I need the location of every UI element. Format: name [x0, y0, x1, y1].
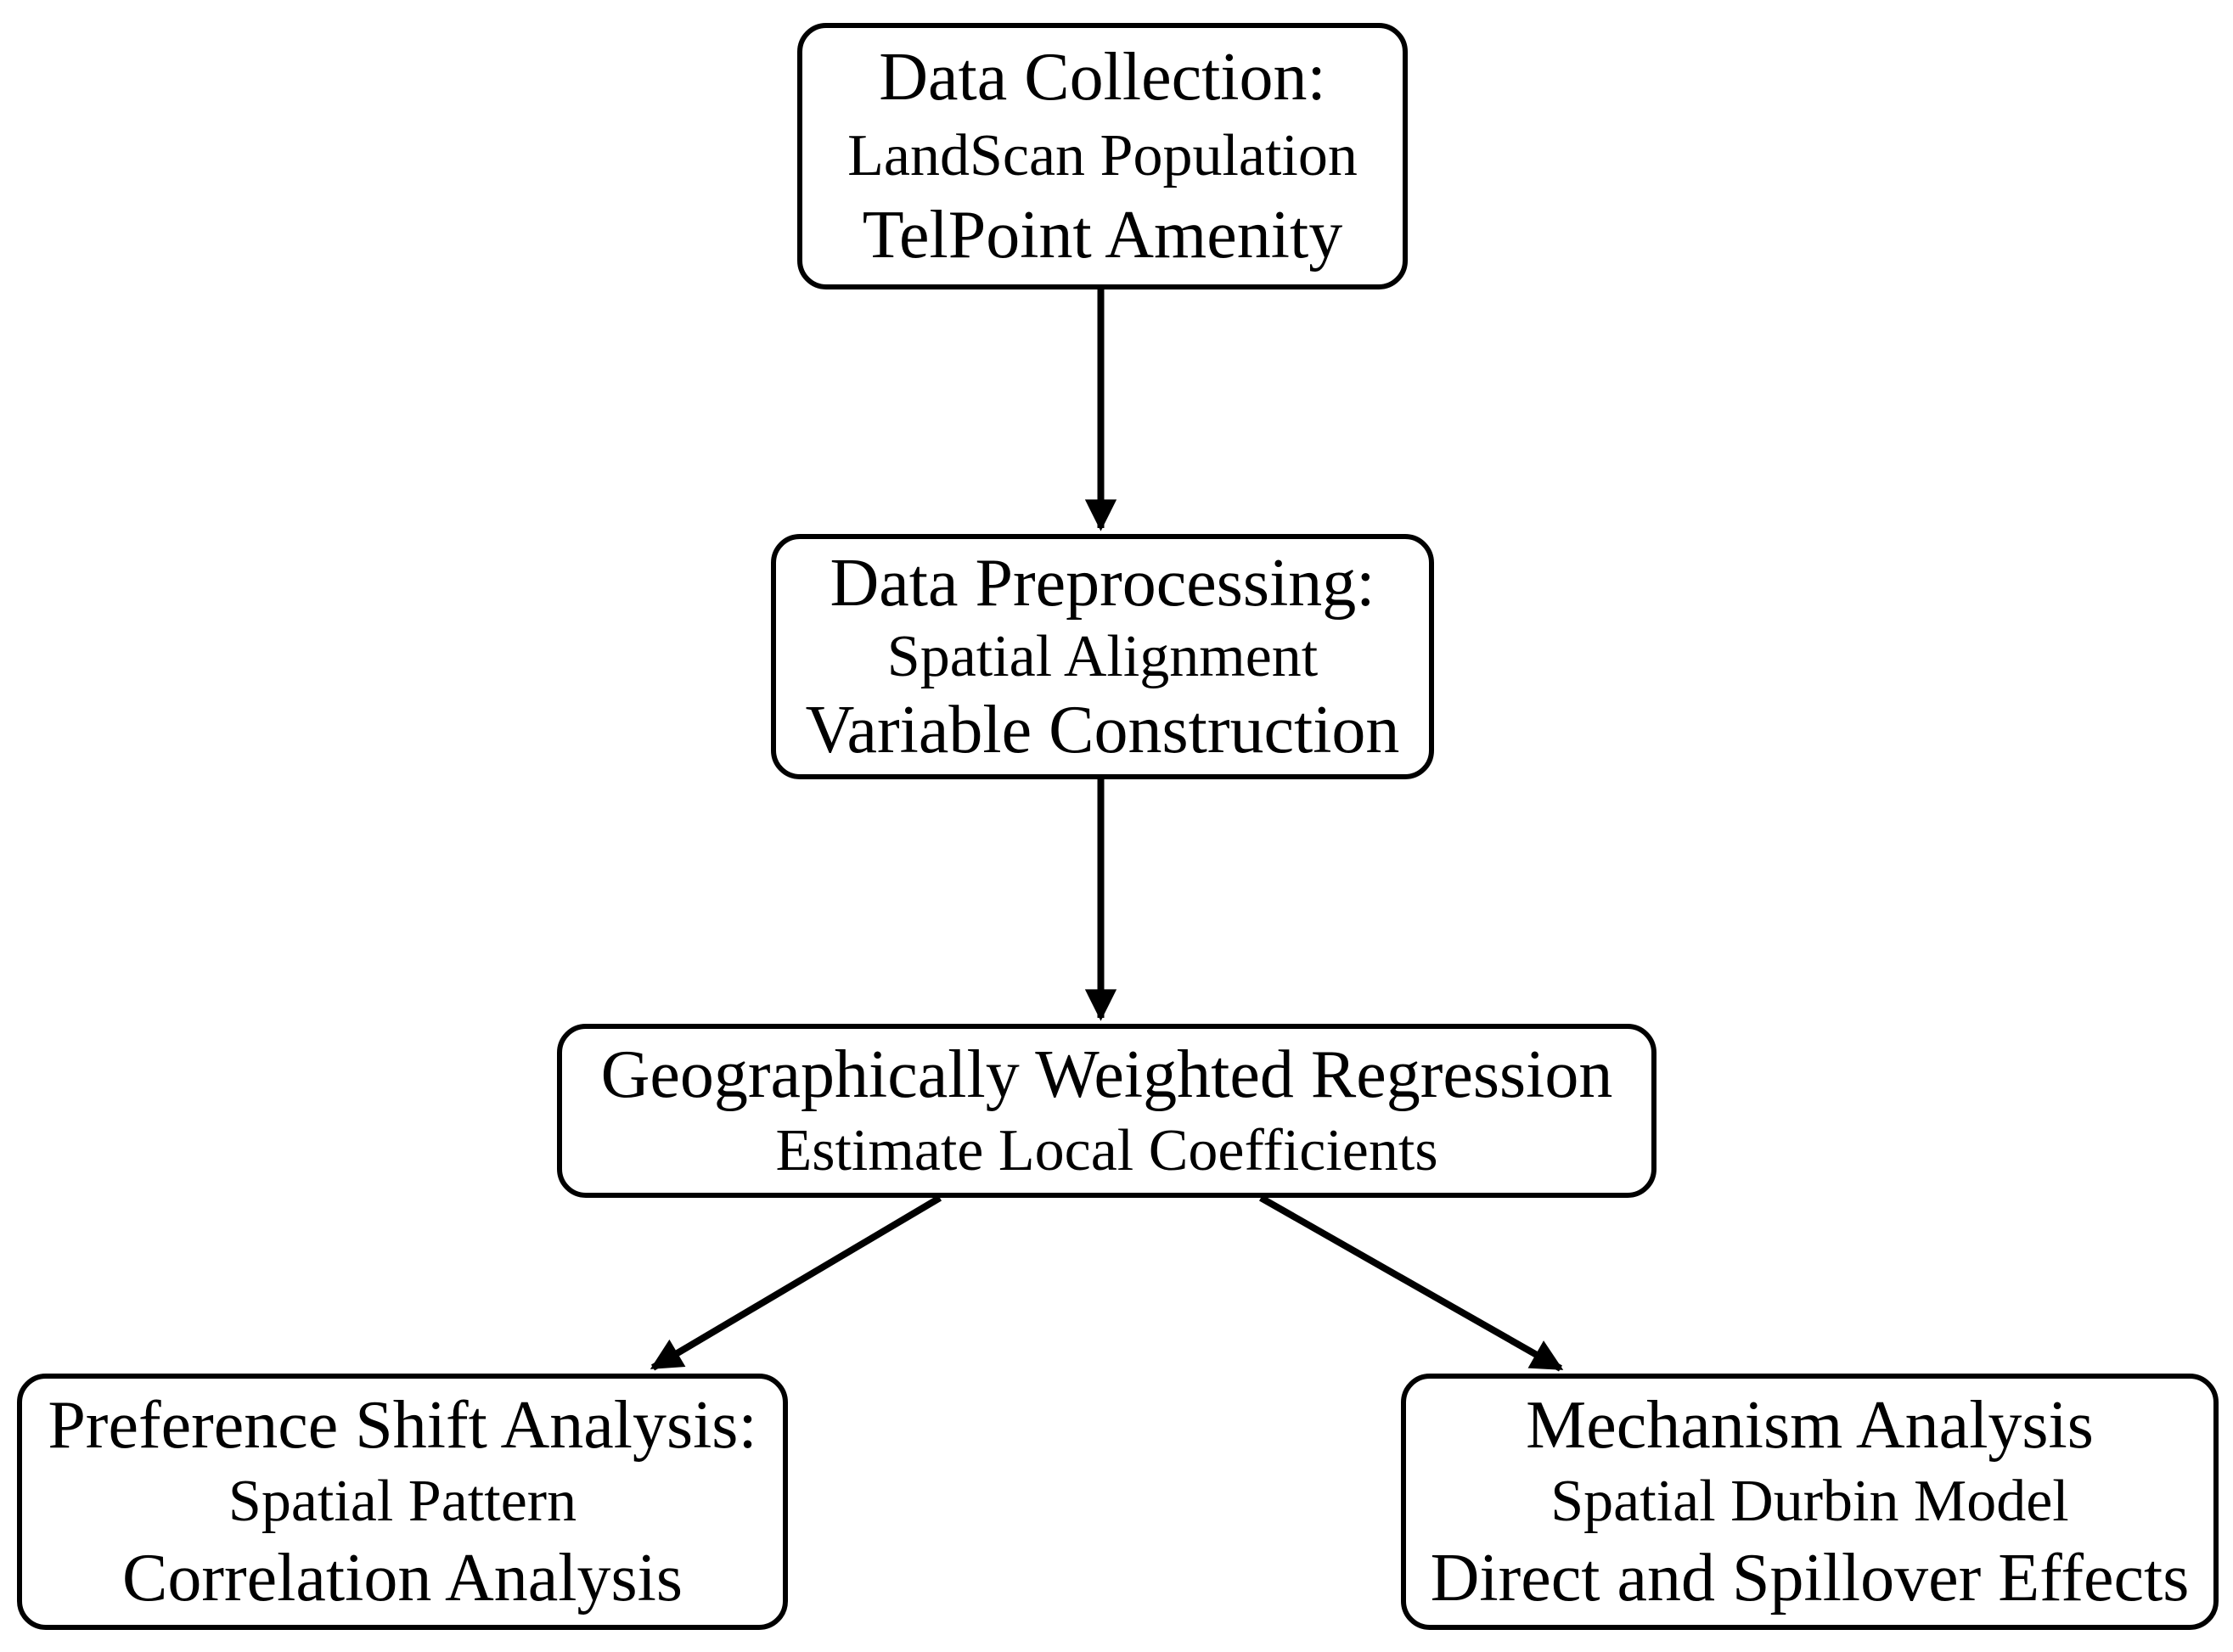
node-line: Direct and Spillover Effects [1430, 1541, 2190, 1615]
node-mechanism-analysis: Mechanism Analysis Spatial Durbin Model … [1401, 1374, 2219, 1630]
node-data-preprocessing: Data Preprocessing: Spatial Alignment Va… [771, 534, 1434, 779]
node-line: Correlation Analysis [122, 1541, 683, 1615]
node-preference-shift-analysis: Preference Shift Analysis: Spatial Patte… [17, 1374, 788, 1630]
node-data-collection: Data Collection: LandScan Population Tel… [797, 23, 1408, 289]
node-line: Spatial Alignment [886, 623, 1319, 689]
node-geographically-weighted-regression: Geographically Weighted Regression Estim… [557, 1024, 1656, 1198]
node-title: Preference Shift Analysis: [48, 1388, 757, 1463]
arrow-gwr-to-mechanism [1259, 1194, 1564, 1372]
node-line: Estimate Local Coefficients [775, 1117, 1438, 1183]
node-title: Data Preprocessing: [830, 545, 1375, 621]
node-title: Mechanism Analysis [1526, 1388, 2094, 1463]
node-line: Spatial Durbin Model [1550, 1469, 2069, 1534]
node-title: Geographically Weighted Regression [600, 1037, 1613, 1113]
node-title: Data Collection: [879, 40, 1326, 115]
arrow-gwr-to-preference [650, 1194, 942, 1371]
node-line: Spatial Pattern [228, 1469, 577, 1534]
node-line: LandScan Population [847, 123, 1358, 188]
node-line: Variable Construction [805, 693, 1400, 768]
node-line: TelPoint Amenity [862, 198, 1343, 273]
